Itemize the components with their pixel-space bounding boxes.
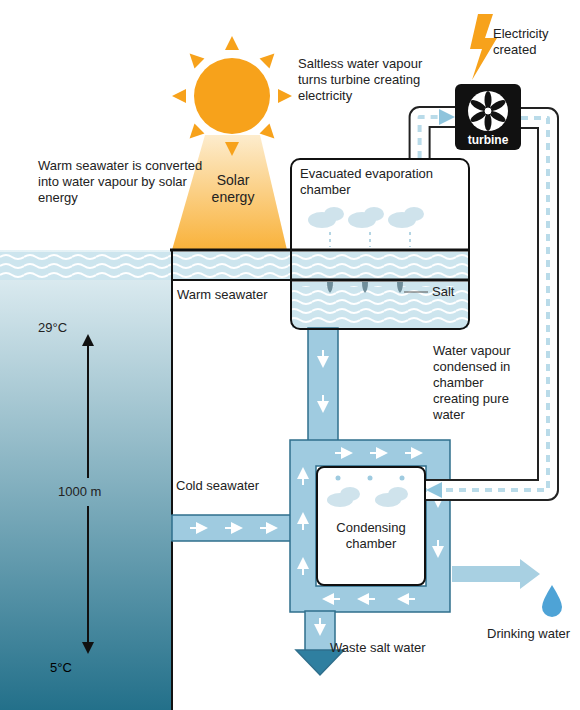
annotation-label: 29°C: [38, 320, 88, 336]
salt-drops: [327, 282, 403, 293]
annotation-label: 5°C: [50, 660, 90, 676]
water-tubes: [172, 328, 450, 675]
annotation-label: Salt: [432, 284, 472, 300]
annotation-label: Electricity created: [493, 26, 578, 58]
pipe-stroke: [426, 118, 548, 490]
waves: [0, 252, 470, 280]
pipe-stroke: [426, 118, 548, 490]
annotation-label: Saltless water vapour turns turbine crea…: [298, 56, 448, 104]
annotation-label: Water vapour condensed in chamber creati…: [433, 343, 533, 423]
annotation-label: Solar energy: [197, 172, 269, 206]
water-drop: [542, 585, 562, 617]
annotation-label: Warm seawater is converted into water va…: [38, 158, 206, 206]
annotation-label: Waste salt water: [330, 640, 440, 656]
annotation-label: Drinking water: [487, 626, 577, 642]
vapour-pipe: [420, 117, 455, 158]
annotation-label: Cold seawater: [176, 478, 276, 494]
pipe-stroke: [420, 117, 455, 158]
turbine-box: turbine: [455, 84, 521, 150]
evaporation-chamber: Evacuated evaporation chamber: [290, 158, 470, 330]
sea-surface: [0, 252, 470, 280]
condensate-clouds: [318, 472, 424, 518]
lightning-bolt: [470, 14, 497, 80]
annotation-label: 1000 m: [58, 484, 118, 500]
turbine-fan: [455, 86, 521, 136]
pipe-stroke: [420, 117, 455, 158]
vapour-clouds: [308, 207, 424, 228]
sun: [172, 36, 292, 250]
pipe-stroke: [426, 118, 548, 490]
leader-line: [404, 292, 428, 293]
evaporation-drops: [330, 232, 410, 247]
node-text: Condensing chamber: [324, 520, 418, 552]
outlet-arrow: [452, 559, 540, 589]
condensing-chamber: Condensing chamber: [316, 466, 426, 586]
vapour-pipe: [426, 118, 548, 490]
structure: [170, 250, 470, 710]
pipe-stroke: [420, 117, 455, 158]
sea: [0, 250, 172, 710]
annotation-label: Warm seawater: [177, 287, 277, 303]
node-text: turbine: [455, 133, 521, 147]
node-text: Evacuated evaporation chamber: [292, 160, 468, 198]
